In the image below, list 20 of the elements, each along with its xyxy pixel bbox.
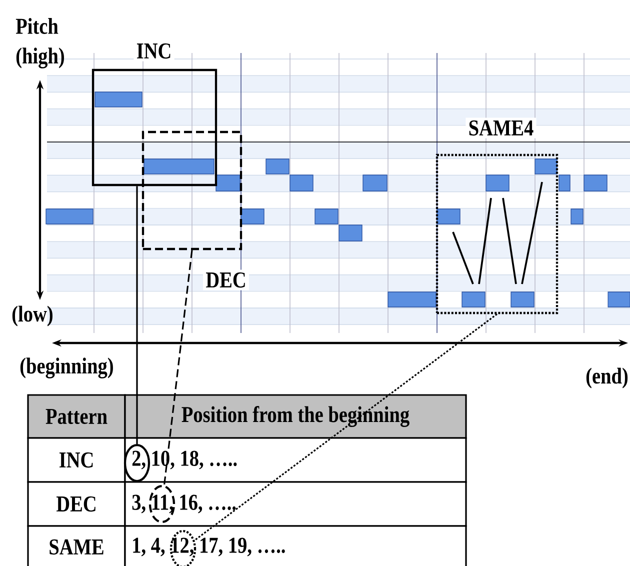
highlight-ellipse	[124, 444, 150, 482]
table-cell: SAME	[27, 525, 126, 566]
table-cell: INC	[27, 437, 126, 483]
pattern-box: DEC	[142, 130, 249, 290]
connector-line	[136, 186, 138, 444]
connector-line	[194, 313, 498, 541]
pattern-box: SAME4	[436, 118, 558, 314]
axis-label: (high)	[16, 48, 64, 68]
node-label: INC	[136, 43, 170, 59]
node-label: DEC	[206, 272, 245, 288]
table-cell: DEC	[27, 481, 126, 527]
axis-label: (end)	[586, 368, 628, 388]
axis-label: Pitch	[16, 18, 58, 34]
pattern-box: INC	[92, 40, 218, 186]
connector-line	[163, 250, 193, 486]
table-header-cell: Pattern	[27, 394, 126, 439]
axis-label: (beginning)	[20, 358, 113, 378]
node-label: SAME4	[469, 120, 534, 136]
axis-label: (low)	[12, 306, 52, 326]
highlight-ellipse	[148, 484, 176, 524]
